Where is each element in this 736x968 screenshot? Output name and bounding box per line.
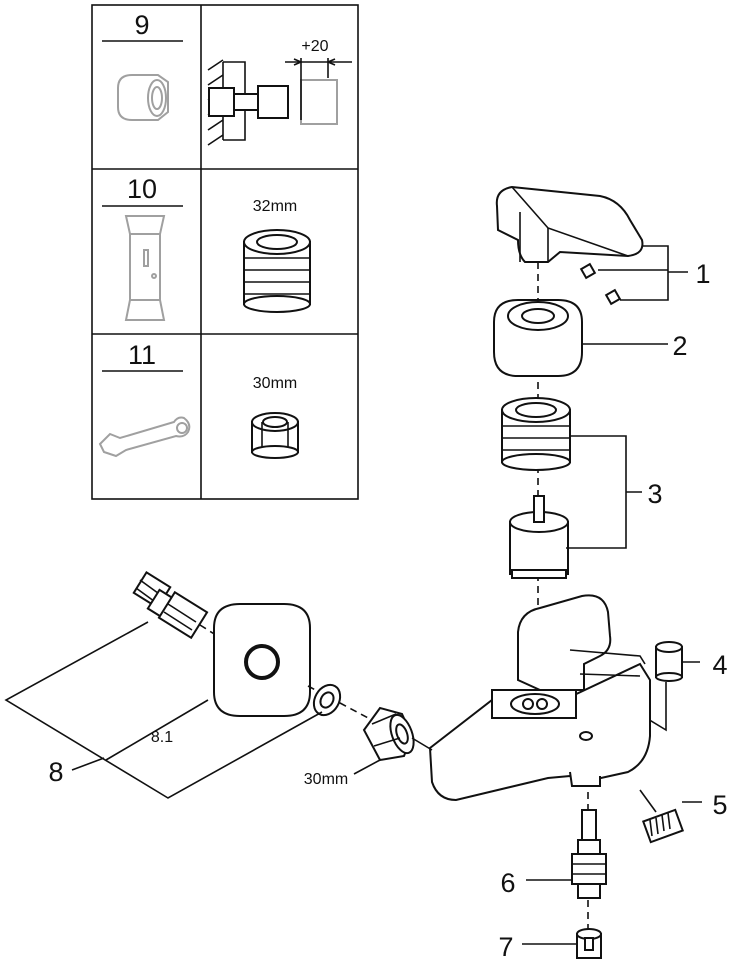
part-number-9: 9 <box>134 10 149 40</box>
diverter-knob <box>576 928 602 959</box>
table-border <box>91 4 359 500</box>
aerator-axis <box>639 789 657 813</box>
s-union-connector <box>132 571 209 640</box>
screw-cap <box>604 288 622 306</box>
callout-6: 6 <box>500 868 515 898</box>
spare-parts-table: 9 +20 10 <box>91 4 359 500</box>
extension-label: +20 <box>301 38 328 55</box>
callout-2: 2 <box>672 331 687 361</box>
callout-8-leader <box>71 757 105 771</box>
callout-5: 5 <box>712 790 727 820</box>
union-nut-30mm <box>251 412 299 459</box>
wrench-tool <box>98 416 191 458</box>
callout-81-leader <box>105 699 209 761</box>
nut-size-label: 30mm <box>304 771 348 788</box>
part-number-11: 11 <box>128 340 156 370</box>
mixing-cartridge <box>509 495 569 579</box>
cartridge-nut <box>501 397 571 471</box>
callout-1-leader <box>598 245 688 301</box>
sealing-washer <box>312 683 342 717</box>
cap-cover <box>655 641 683 682</box>
nut-to-body-leader <box>411 737 433 751</box>
cartridge-nut-32mm <box>243 229 311 313</box>
callout-3-leader <box>566 435 642 549</box>
union-nut <box>362 706 415 762</box>
lever-handle <box>495 185 644 306</box>
mixer-body <box>428 594 651 802</box>
installation-tool-part <box>124 215 166 321</box>
callout-8-bracket <box>4 621 323 799</box>
callout-8: 8 <box>48 757 63 787</box>
nut-size-leader <box>353 759 381 775</box>
wall-extension-detail: +20 <box>207 38 352 146</box>
size-label-30mm: 30mm <box>253 375 297 392</box>
size-label-32mm: 32mm <box>253 198 297 215</box>
callout-3: 3 <box>647 479 662 509</box>
aerator <box>641 808 685 844</box>
part-number-10: 10 <box>127 174 157 204</box>
grub-screw <box>579 262 597 280</box>
spout-hole <box>579 731 593 741</box>
wall-rosette <box>213 603 311 717</box>
callout-1: 1 <box>695 259 710 289</box>
adapter-sleeve-part <box>117 74 169 121</box>
cartridge-stem <box>533 495 545 523</box>
callout-8-1: 8.1 <box>151 729 173 746</box>
callout-4: 4 <box>712 650 727 680</box>
escutcheon-cap <box>493 299 583 377</box>
diverter-cartridge <box>571 809 607 899</box>
callout-7: 7 <box>498 932 513 962</box>
